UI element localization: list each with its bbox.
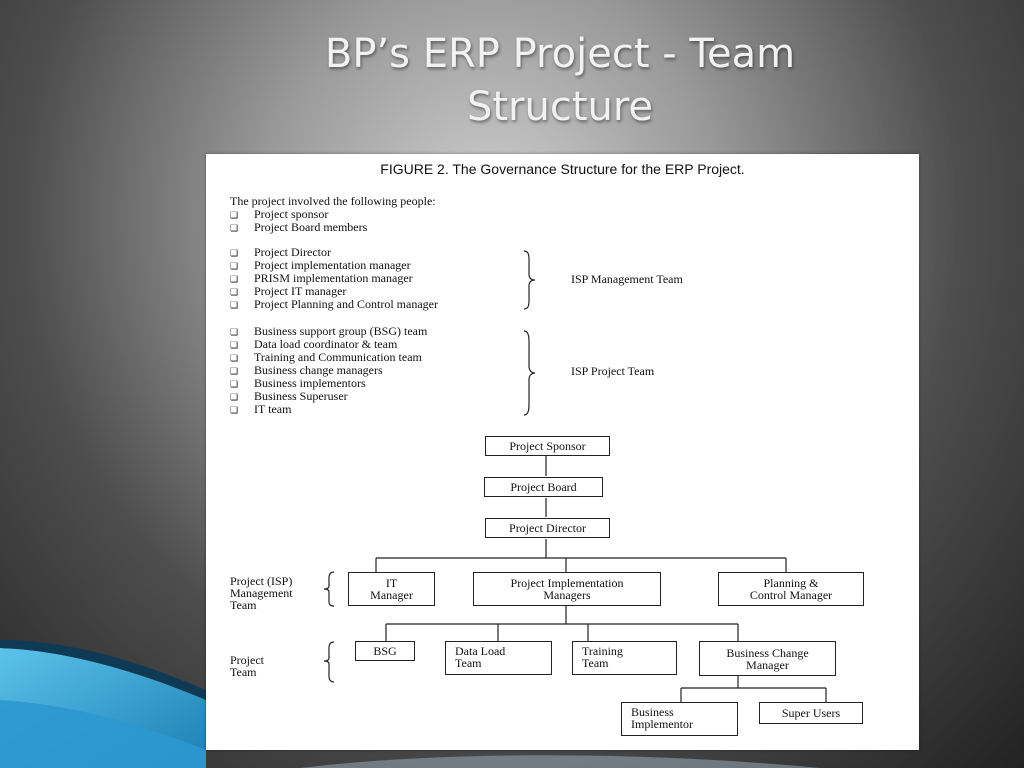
list-item: ❏Business Superuser [230,389,348,403]
list-item: ❏Project IT manager [230,284,347,298]
slide-title-line-1: BP’s ERP Project - Team [324,31,796,77]
org-box-training-team: Training Team [572,641,677,675]
list-item: ❏IT team [230,402,292,416]
checkbox-bullet-icon: ❏ [230,223,239,233]
checkbox-bullet-icon: ❏ [230,261,239,271]
org-chart-connectors [323,456,827,702]
list-item: ❏Business change managers [230,363,383,377]
checkbox-bullet-icon: ❏ [230,379,239,389]
checkbox-bullet-icon: ❏ [230,340,239,350]
checkbox-bullet-icon: ❏ [230,248,239,258]
slide-title: BP’s ERP Project - Team Structure [150,28,970,134]
org-box-business-implementor: Business Implementor [621,702,738,736]
intro-text: The project involved the following peopl… [230,194,436,208]
checkbox-bullet-icon: ❏ [230,274,239,284]
list-item: ❏Business support group (BSG) team [230,324,428,338]
list-item: ❏Project implementation manager [230,258,411,272]
list-item: ❏Business implementors [230,376,366,390]
list-item: ❏Project Planning and Control manager [230,297,438,311]
org-box-project-implementation-managers: Project Implementation Managers [473,572,661,606]
checkbox-bullet-icon: ❏ [230,353,239,363]
checkbox-bullet-icon: ❏ [230,392,239,402]
checkbox-bullet-icon: ❏ [230,366,239,376]
checkbox-bullet-icon: ❏ [230,210,239,220]
checkbox-bullet-icon: ❏ [230,327,239,337]
org-box-project-sponsor: Project Sponsor [485,436,610,456]
checkbox-bullet-icon: ❏ [230,287,239,297]
figure-panel: FIGURE 2. The Governance Structure for t… [206,154,919,750]
org-box-business-change-manager: Business Change Manager [699,641,836,676]
group-label-isp-project-team: ISP Project Team [571,364,655,378]
curly-brace-icon [523,250,536,310]
checkbox-bullet-icon: ❏ [230,405,239,415]
label-project-team: Project Team [230,653,264,679]
list-item: ❏Project Director [230,245,331,259]
people-list-group-2: ❏Project Director ❏Project implementatio… [230,246,438,311]
curly-brace-icon [523,330,536,416]
org-box-planning-control-manager: Planning & Control Manager [718,572,864,606]
org-box-super-users: Super Users [759,702,863,724]
org-box-it-manager: IT Manager [348,572,435,606]
list-item: ❏PRISM implementation manager [230,271,413,285]
slide-title-line-2: Structure [466,84,654,130]
list-item: ❏Project sponsor [230,207,329,221]
list-item: ❏Data load coordinator & team [230,337,398,351]
list-item: ❏Project Board members [230,220,368,234]
people-list-group-3: ❏Business support group (BSG) team ❏Data… [230,325,427,416]
curly-brace-icon [323,571,335,683]
group-label-isp-management-team: ISP Management Team [571,272,683,286]
list-item: ❏Training and Communication team [230,350,422,364]
figure-caption: FIGURE 2. The Governance Structure for t… [380,161,745,177]
checkbox-bullet-icon: ❏ [230,300,239,310]
org-box-bsg: BSG [355,641,415,661]
label-project-isp-management-team: Project (ISP) Management Team [230,574,293,612]
org-box-project-director: Project Director [485,518,610,538]
people-list-group-1: ❏Project sponsor ❏Project Board members [230,208,367,234]
org-box-data-load-team: Data Load Team [445,641,552,675]
org-box-project-board: Project Board [484,477,603,497]
